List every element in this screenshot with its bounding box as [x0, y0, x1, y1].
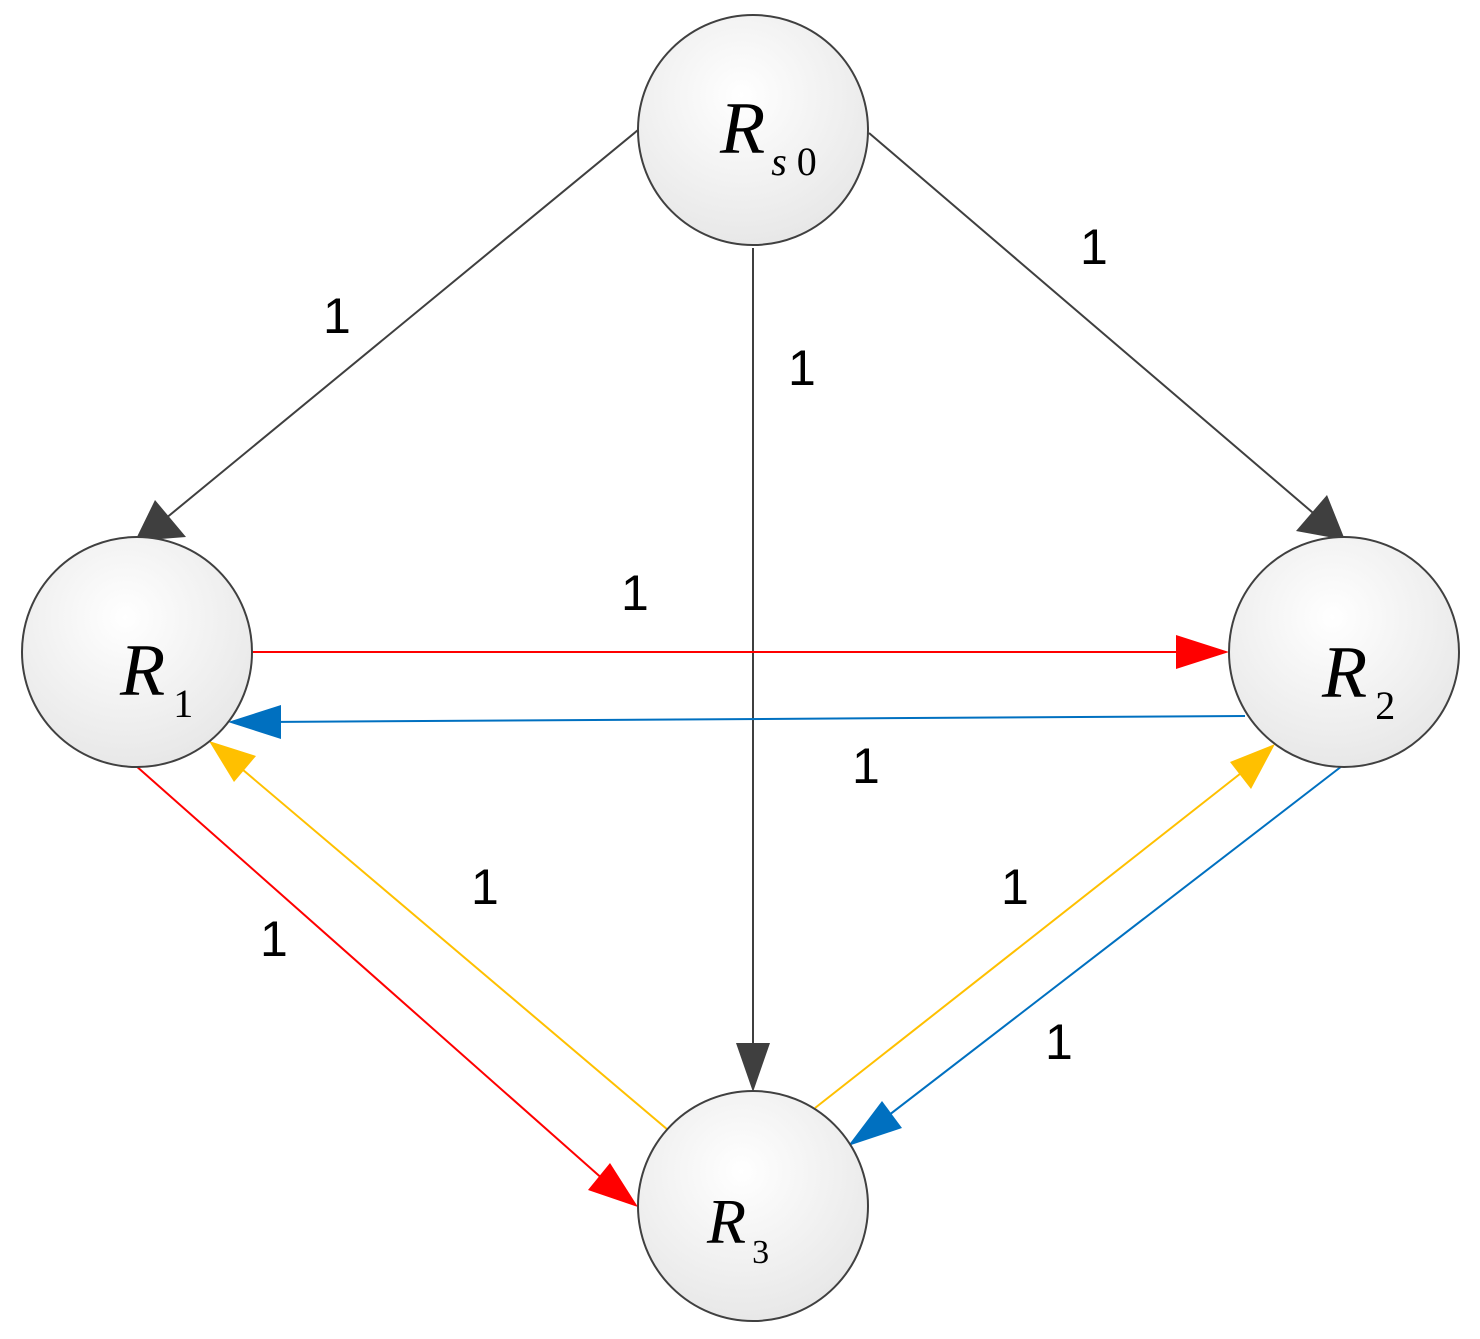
- edge-r1-r3: [134, 764, 638, 1207]
- edge-r1-r2: [252, 635, 1229, 669]
- node-rs0[interactable]: R s 0: [637, 14, 869, 246]
- arrowhead-icon: [209, 741, 256, 782]
- edge-line: [134, 764, 606, 1182]
- weight-r3-r2: 1: [1001, 859, 1029, 915]
- arrowhead-icon: [736, 1043, 770, 1092]
- weight-r1-r2: 1: [621, 565, 649, 621]
- weight-rs0-r3: 1: [788, 340, 816, 396]
- edge-rs0-r3: [736, 248, 770, 1092]
- arrowhead-icon: [848, 1101, 902, 1146]
- node-label: R 2: [1321, 632, 1395, 728]
- edge-r3-r2: [814, 744, 1275, 1109]
- edges: [134, 129, 1345, 1207]
- node-circle[interactable]: [1228, 536, 1460, 768]
- edge-r2-r3: [848, 765, 1343, 1146]
- node-r2[interactable]: R 2: [1228, 536, 1460, 768]
- arrowhead-icon: [1230, 744, 1275, 789]
- weight-rs0-r2: 1: [1080, 219, 1108, 275]
- edge-rs0-r2: [868, 132, 1345, 540]
- edge-rs0-r1: [135, 129, 639, 541]
- weight-r2-r1: 1: [852, 738, 880, 794]
- edge-line: [264, 715, 1246, 723]
- node-r1[interactable]: R 1: [21, 536, 253, 768]
- arrowhead-icon: [588, 1163, 638, 1207]
- arrowhead-icon: [1176, 635, 1229, 669]
- node-label: R s 0: [719, 88, 817, 184]
- node-circle[interactable]: [21, 536, 253, 768]
- edge-r3-r1: [209, 741, 669, 1131]
- node-r3[interactable]: R 3: [637, 1090, 869, 1322]
- node-circle[interactable]: [637, 1090, 869, 1322]
- edge-line: [164, 129, 639, 520]
- node-circle[interactable]: [637, 14, 869, 246]
- edge-line: [879, 765, 1343, 1123]
- node-label: R 1: [119, 630, 193, 726]
- weight-r1-r3: 1: [260, 911, 288, 967]
- node-label: R 3: [706, 1186, 769, 1271]
- weight-r2-r3: 1: [1045, 1014, 1073, 1070]
- edge-line: [868, 132, 1320, 519]
- edge-line: [814, 765, 1251, 1109]
- arrowhead-icon: [228, 705, 281, 739]
- weight-rs0-r1: 1: [323, 288, 351, 344]
- arrowhead-icon: [135, 500, 186, 541]
- edge-r2-r1: [228, 705, 1246, 739]
- weight-r3-r1: 1: [471, 859, 499, 915]
- edge-weights: 1 1 1 1 1 1 1 1 1: [260, 219, 1108, 1070]
- arrowhead-icon: [1296, 495, 1345, 540]
- edge-line: [235, 763, 669, 1131]
